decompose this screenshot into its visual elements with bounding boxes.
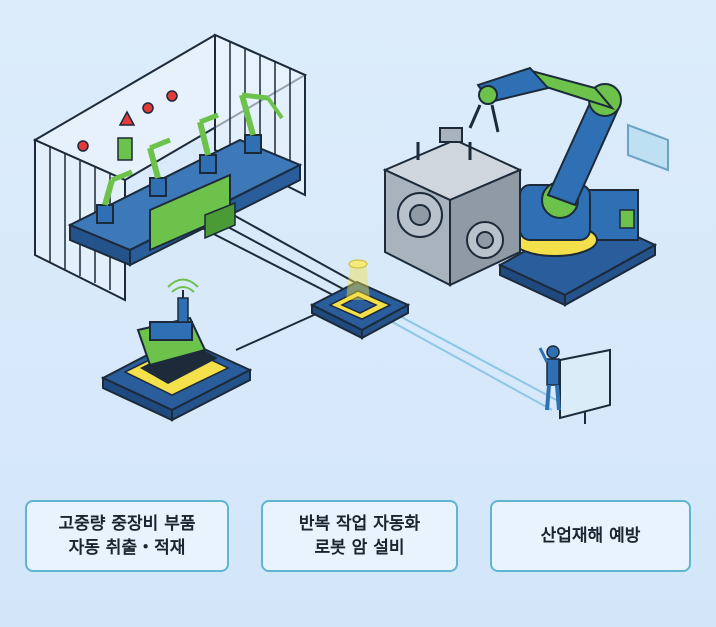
stop-sign-icon — [77, 140, 89, 152]
person-icon — [546, 345, 560, 359]
tracked-robot — [100, 278, 253, 422]
conveyor-robot-arms — [96, 92, 284, 224]
wifi-icon — [171, 286, 195, 293]
safety-enclosure — [32, 33, 308, 302]
caption-heavy-parts-handling: 고중량 중장비 부품 자동 취출・적재 — [25, 500, 229, 572]
stop-sign-icon — [142, 102, 154, 114]
caption-line: 고중량 중장비 부품 — [58, 514, 196, 534]
caption-line: 산업재해 예방 — [540, 526, 641, 546]
wall-display-icon — [627, 123, 669, 172]
warning-triangle-icon — [118, 110, 136, 126]
network-lines — [201, 211, 357, 351]
caption-line: 자동 취출・적재 — [68, 538, 186, 558]
caption-robot-arm-automation: 반복 작업 자동화 로봇 암 설비 — [261, 500, 458, 572]
worker-with-monitor — [538, 345, 611, 424]
caption-accident-prevention: 산업재해 예방 — [490, 500, 691, 572]
caption-line: 반복 작업 자동화 — [298, 514, 421, 534]
stop-sign-icon — [166, 90, 178, 102]
control-panel-icon — [117, 137, 133, 161]
machine-block — [382, 127, 523, 287]
monitor-screen — [559, 348, 611, 420]
caption-line: 로봇 암 설비 — [314, 538, 405, 558]
signal-beam — [384, 311, 561, 411]
central-hub — [309, 259, 411, 340]
